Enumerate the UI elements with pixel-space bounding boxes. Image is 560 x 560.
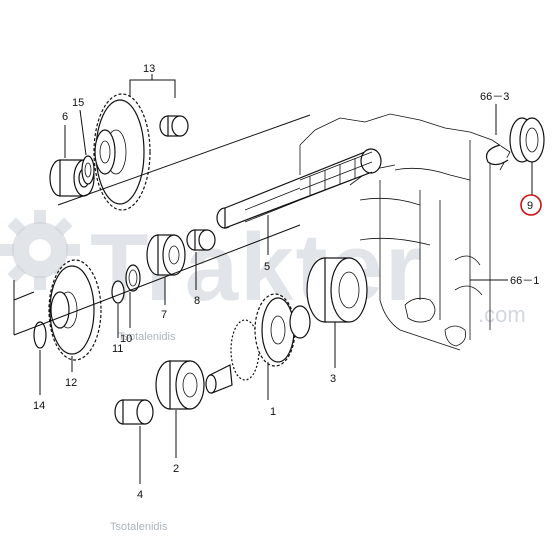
part-12-gear — [48, 259, 102, 372]
label-part-6: 6 — [62, 111, 68, 123]
label-part-11: 11 — [112, 343, 123, 355]
label-part-3: 3 — [330, 373, 336, 385]
label-part-10: 10 — [120, 333, 132, 345]
part-2-bearing — [155, 360, 205, 458]
watermark-suffix: .com — [478, 302, 526, 327]
label-part-13: 13 — [143, 63, 155, 75]
label-part-66-1: 66－1 — [510, 275, 539, 287]
label-part-15: 15 — [72, 97, 84, 109]
part-4-sleeve — [114, 399, 154, 484]
label-part-9: 9 — [527, 200, 533, 212]
part-66-3-snap-ring — [485, 104, 509, 166]
watermark-credit: Tsotalenidis — [118, 331, 176, 343]
part-7-bearing — [146, 234, 186, 305]
label-part-1: 1 — [270, 406, 276, 418]
label-part-12: 12 — [65, 377, 77, 389]
upper-shaft-frame — [13, 114, 311, 300]
label-part-8: 8 — [194, 295, 200, 307]
transmission-housing — [299, 113, 511, 351]
lower-shaft-frame — [13, 224, 301, 336]
part-11-snap-ring — [111, 280, 125, 338]
part-3-bearing — [306, 257, 368, 368]
part-15-washer — [79, 109, 95, 185]
label-part-4: 4 — [137, 489, 143, 501]
part-1-gear-cluster — [205, 293, 311, 400]
part-10-ring — [125, 264, 141, 328]
label-part-66-3: 66－3 — [480, 91, 509, 103]
part-9-oil-seal — [509, 117, 545, 195]
part-5-shaft — [216, 148, 382, 255]
watermark: Trakter .com Tsotalenidis Tsotalenidis — [0, 210, 526, 533]
part-14-washer — [33, 321, 47, 395]
bracket-13 — [129, 74, 176, 98]
label-part-14: 14 — [33, 400, 45, 412]
watermark-credit-bottom: Tsotalenidis — [110, 521, 168, 533]
part-13-gear — [93, 93, 151, 211]
part-8-bearing — [186, 229, 216, 290]
part-13-sleeve — [159, 115, 189, 137]
label-part-7: 7 — [161, 309, 167, 321]
watermark-brand: Trakter — [90, 214, 424, 321]
label-part-2: 2 — [173, 463, 179, 475]
label-part-5: 5 — [264, 261, 270, 273]
highlight-part-9 — [520, 194, 542, 216]
